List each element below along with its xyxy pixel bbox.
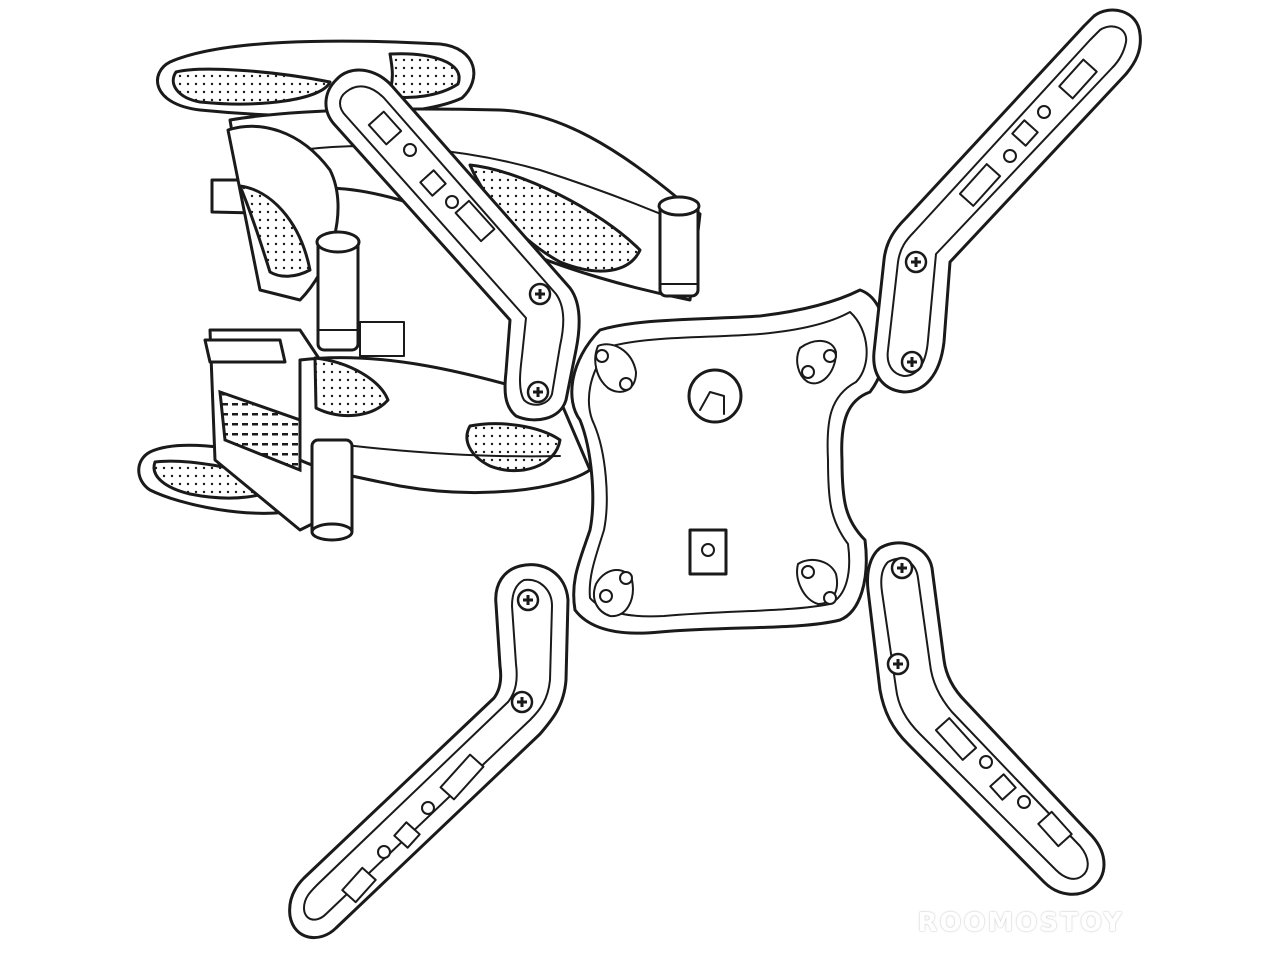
watermark-text: ROOMOSTOY — [917, 908, 1124, 938]
center-hole — [687, 368, 743, 424]
center-square-hole — [688, 528, 728, 576]
center-plate — [570, 288, 888, 635]
rail-upper-right — [872, 8, 1142, 394]
rail-upper-left — [324, 68, 581, 422]
rail-lower-right — [866, 541, 1106, 896]
upper-swing-arm — [156, 39, 702, 352]
rail-lower-left — [288, 563, 570, 939]
